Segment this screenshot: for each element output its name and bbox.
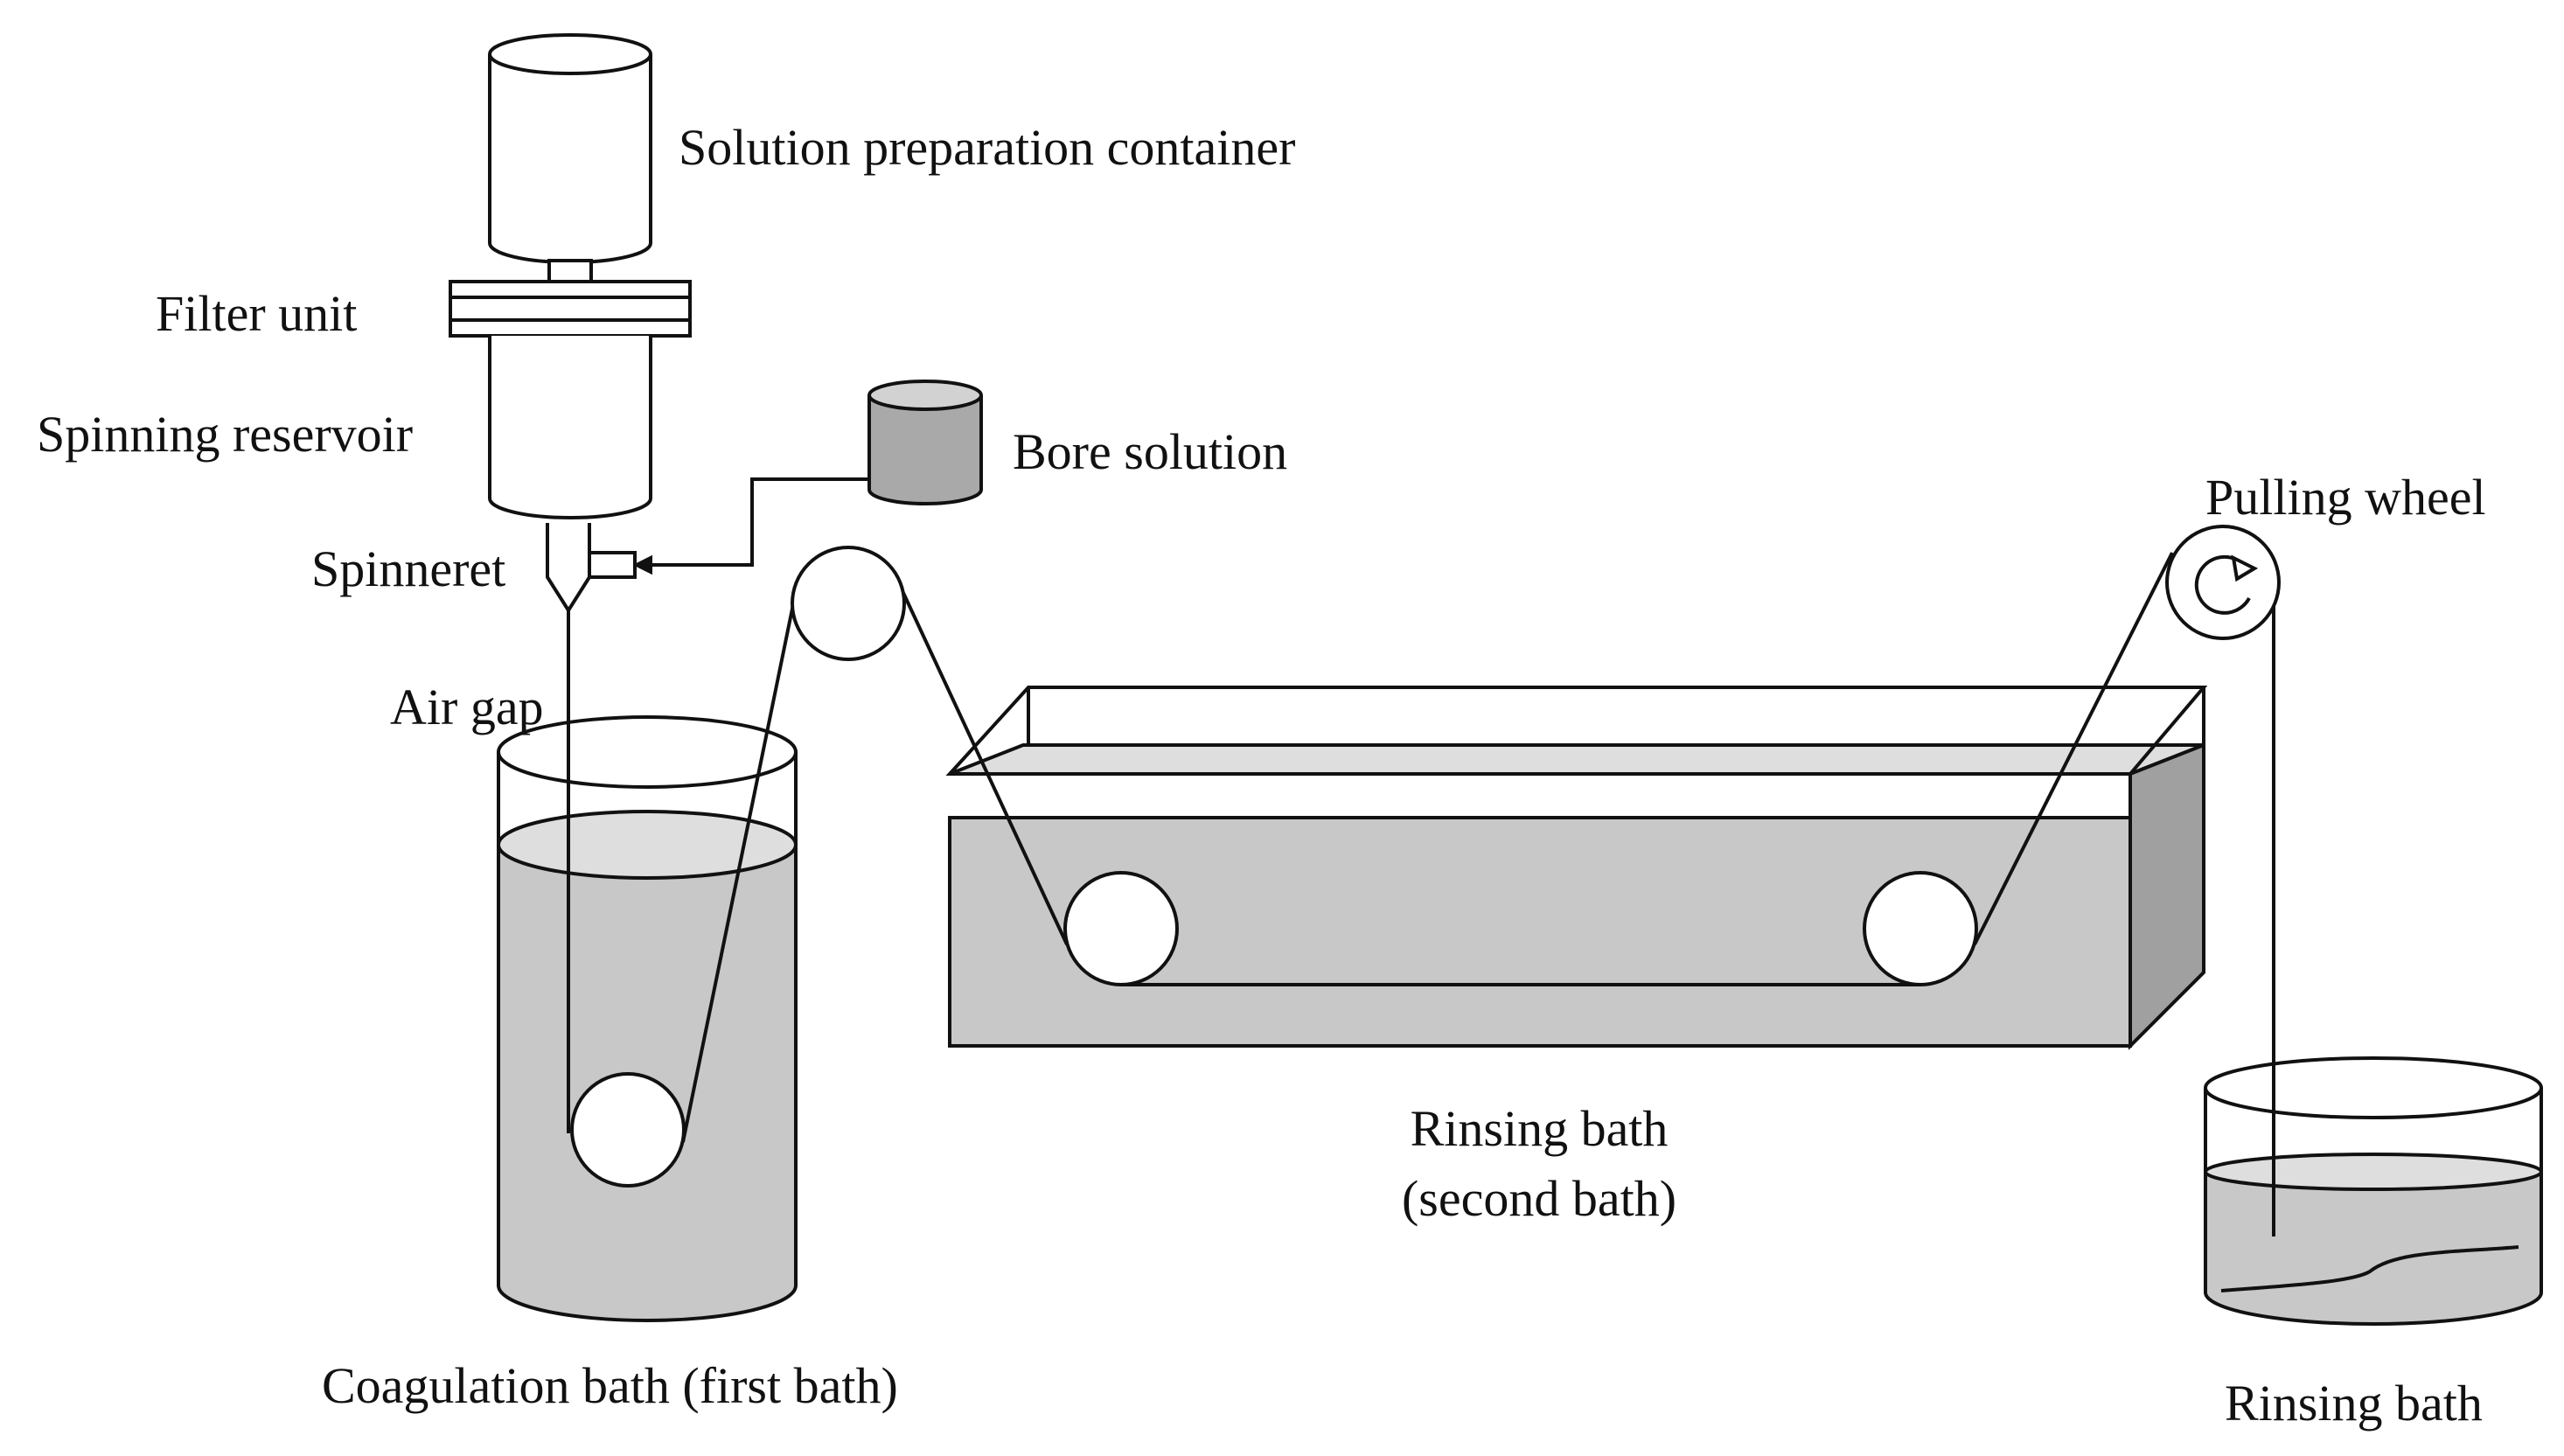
rinsing-roller-right [1863,871,1978,986]
transfer-roller [791,546,906,661]
label-bore-solution: Bore solution [1013,423,1288,480]
label-coagulation-bath: Coagulation bath (first bath) [322,1357,898,1414]
rinsing-roller-left [1063,871,1179,986]
label-rinsing-bath-second-line2: (second bath) [1401,1170,1677,1227]
spinneret [546,523,637,614]
label-rinsing-bath-final: Rinsing bath [2225,1375,2483,1432]
rinsing-bath-final [2204,1056,2543,1326]
label-rinsing-bath-second-line1: Rinsing bath [1410,1100,1669,1157]
label-air-gap: Air gap [390,679,544,735]
bore-solution-line [632,477,869,575]
pulling-wheel [2165,525,2281,640]
bore-solution-tank [867,380,983,505]
fiber-path [567,552,2275,1237]
label-pulling-wheel: Pulling wheel [2205,469,2486,526]
label-solution-preparation-container: Solution preparation container [679,119,1296,176]
solution-preparation-container [488,33,652,283]
filter-unit [449,280,692,338]
label-filter-unit: Filter unit [156,285,358,342]
coagulation-roller [570,1072,686,1188]
label-spinneret: Spinneret [311,540,506,597]
label-spinning-reservoir: Spinning reservoir [37,406,414,463]
spinning-reservoir [488,336,652,519]
